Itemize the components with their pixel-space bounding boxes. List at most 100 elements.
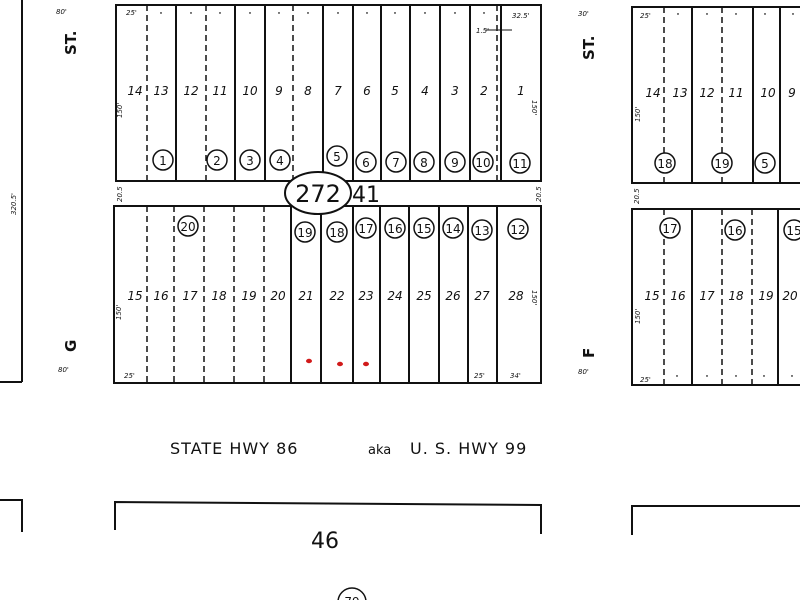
parcel-number: 8 xyxy=(420,156,428,170)
lot-number: 10 xyxy=(242,84,258,98)
parcel-circle xyxy=(724,219,746,241)
parcel-number: 16 xyxy=(387,222,402,236)
f-street-name-top: ST. xyxy=(580,36,598,60)
parcel-number: 7 xyxy=(392,156,400,170)
lot-number: 12 xyxy=(183,84,198,98)
f-street-name-bottom: F xyxy=(580,348,598,358)
parcel-number: 17 xyxy=(358,222,373,236)
parcel-circle xyxy=(507,218,529,240)
ditto-mark: " xyxy=(676,12,679,20)
lot-number: 19 xyxy=(758,289,773,303)
parcel-number: 10 xyxy=(475,156,490,170)
lot-number: 22 xyxy=(329,289,344,303)
lot-number: 21 xyxy=(298,289,313,303)
top-first-lot-width: 25' xyxy=(126,9,137,17)
parcel-circle xyxy=(384,217,406,239)
parcel-circle xyxy=(413,217,435,239)
alley-width-far-right: 20.5 xyxy=(633,188,641,204)
parcel-circle xyxy=(783,219,800,241)
lot-number: 19 xyxy=(241,289,256,303)
lot-number: 25 xyxy=(416,289,431,303)
parcel-number: 15 xyxy=(416,222,431,236)
left-block-length: 320.5' xyxy=(10,193,18,215)
parcel-circle xyxy=(326,145,348,167)
right-bottom-first-width: 25' xyxy=(640,376,651,384)
ditto-mark: " xyxy=(734,12,737,20)
parcel-number: 13 xyxy=(474,224,489,238)
ditto-mark: " xyxy=(482,11,485,19)
lot-number: 17 xyxy=(699,289,715,303)
ditto-mark: " xyxy=(218,11,221,19)
parcel-number: 5 xyxy=(333,150,341,164)
parcel-circle xyxy=(509,152,531,174)
parcel-circle xyxy=(472,151,494,173)
ditto-mark: " xyxy=(189,11,192,19)
right-top-first-width: 25' xyxy=(640,12,651,20)
lower-left-block-edge xyxy=(0,499,23,532)
parcel-circle xyxy=(355,151,377,173)
lot-number: 14 xyxy=(127,84,142,98)
ditto-mark: " xyxy=(423,11,426,19)
parcel-circle xyxy=(654,152,676,174)
parcel-number: 20 xyxy=(180,220,195,234)
lot-number: 20 xyxy=(270,289,286,303)
red-marker xyxy=(363,361,369,367)
parcel-circle xyxy=(413,151,435,173)
lot-number: 24 xyxy=(387,289,402,303)
parcel-circle xyxy=(326,221,348,243)
g-street-width-bottom: 80' xyxy=(58,366,69,374)
ditto-mark: " xyxy=(159,11,162,19)
lower-right-block-edge xyxy=(631,505,800,535)
lot-number: 10 xyxy=(760,86,776,100)
g-street-width-top: 80' xyxy=(56,8,67,16)
parcel-number: 3 xyxy=(246,154,254,168)
bottom-lot-27-width: 25' xyxy=(474,372,485,380)
top-depth-right: 150' xyxy=(530,100,538,115)
lot-number: 9 xyxy=(788,86,796,100)
lot-number: 28 xyxy=(508,289,524,303)
parcel-number: 5 xyxy=(761,157,769,171)
parcel-circle xyxy=(754,152,776,174)
lot-number: 7 xyxy=(334,84,342,98)
red-marker xyxy=(337,361,343,367)
parcel-circle xyxy=(239,149,261,171)
lot-number: 3 xyxy=(451,84,459,98)
lot-number: 18 xyxy=(728,289,744,303)
parcel-circle xyxy=(355,217,377,239)
highway-aka: aka xyxy=(368,443,391,458)
bottom-first-lot-width: 25' xyxy=(124,372,135,380)
ditto-mark: " xyxy=(306,11,309,19)
lot-number: 6 xyxy=(363,84,371,98)
lot-number: 13 xyxy=(672,86,687,100)
parcel-circle xyxy=(711,152,733,174)
red-marker xyxy=(306,358,312,364)
lower-parcel-label: 46 xyxy=(311,529,339,554)
ditto-mark: " xyxy=(790,374,793,382)
map-book-ellipse xyxy=(284,171,352,215)
lot-number: 11 xyxy=(212,84,227,98)
parcel-circle xyxy=(659,217,681,239)
lot-number: 16 xyxy=(670,289,686,303)
lot-number: 11 xyxy=(728,86,743,100)
right-bottom-depth: 150' xyxy=(634,309,642,324)
parcel-circle xyxy=(385,151,407,173)
parcel-circle xyxy=(152,149,174,171)
lot-number: 27 xyxy=(474,289,490,303)
parcel-number: 17 xyxy=(662,222,677,236)
parcel-number: 15 xyxy=(786,224,800,238)
ditto-mark: " xyxy=(336,11,339,19)
ditto-mark: " xyxy=(248,11,251,19)
parcel-number: 18 xyxy=(329,226,344,240)
parcel-circle xyxy=(471,219,493,241)
ditto-mark: " xyxy=(762,374,765,382)
lot-number: 9 xyxy=(275,84,283,98)
parcel-number: 18 xyxy=(657,157,672,171)
f-street-width-bottom: 80' xyxy=(578,368,589,376)
lot-number: 23 xyxy=(358,289,373,303)
parcel-circle xyxy=(269,149,291,171)
parcel-number: 16 xyxy=(727,224,742,238)
bottom-depth-left: 150' xyxy=(115,305,123,320)
lower-main-block-edge xyxy=(114,500,542,534)
lot-number: 1 xyxy=(517,84,525,98)
